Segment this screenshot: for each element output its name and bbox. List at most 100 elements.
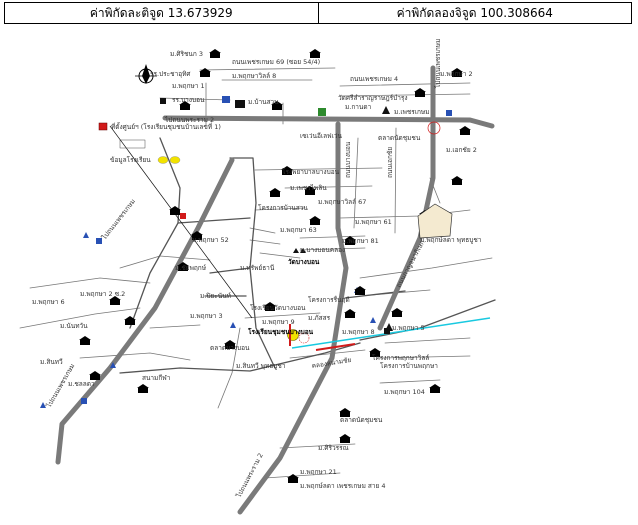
- landmark-building-icon: [417, 203, 453, 239]
- road-south-5: [264, 472, 341, 479]
- label-place-1: ม.ศิริชนก 3: [170, 50, 203, 58]
- label-place-9: ม.เพชรเกษม: [394, 108, 430, 116]
- road-east-3: [359, 257, 493, 279]
- road-vertical-right: [353, 137, 359, 229]
- label-place-23: วัดบางบอน: [288, 258, 320, 266]
- label-place-39: ม.พฤกษ์ลดา พุทธบูชา: [420, 236, 482, 244]
- label-road-vertical-right2: ไปถนนเพชรเกษม: [434, 39, 442, 89]
- label-place-28: ม.พฤกษา 6: [32, 298, 65, 306]
- road-vertical-right-2: [394, 127, 397, 234]
- road-top-north: [199, 67, 336, 71]
- legend-leader-line: [109, 125, 253, 319]
- road-east-6: [379, 355, 471, 359]
- label-place-24: ม.ทรัพย์ธานี: [240, 264, 275, 272]
- label-road-vertical-right: ถนนเอกชัย: [386, 147, 394, 178]
- label-place-49: ม.พฤกษา 21: [300, 468, 337, 476]
- label-place-38: ม.สินทวี พุทธบูชา: [236, 362, 286, 370]
- road-south-main: [119, 342, 361, 374]
- main-roads: [55, 65, 495, 515]
- road-center-east: [254, 167, 383, 171]
- label-place-29: ม.นันทวัน: [60, 322, 88, 330]
- label-road-left-name: ไปถนนพระราม 2: [164, 116, 214, 124]
- label-place-12: ม.พฤกษา 2: [440, 70, 473, 78]
- road-west-5: [149, 324, 201, 329]
- label-canal: คลองสนามชัย: [311, 356, 352, 370]
- canal-marker: [315, 343, 356, 351]
- label-place-19: ม.พฤกษา 63: [280, 226, 317, 234]
- road-center-5: [299, 247, 366, 251]
- label-place-47: ตลาดนัดชุมชน: [340, 416, 383, 424]
- road-east-7: [379, 379, 441, 384]
- road-center-east-2: [284, 185, 373, 189]
- label-place-31: ม.ชลลดา: [68, 380, 95, 388]
- road-main-north: [162, 115, 495, 129]
- label-place-34: โรงเรียนวัดบางบอน: [250, 304, 306, 312]
- label-place-45: ม.พฤกษา 104: [384, 388, 425, 396]
- label-place-2: ม.พฤกษาวิลล์ 8: [232, 72, 276, 80]
- road-south-4: [279, 443, 356, 449]
- label-place-41: ม.พฤกษา 8: [342, 328, 375, 336]
- label-place-13: ม.เอกชัย 2: [446, 146, 477, 154]
- label-place-48: ม.พฤกษ์ลดา เพชรเกษม สาย 4: [300, 482, 386, 490]
- label-place-44: โครงการบ้านพฤกษา: [380, 362, 438, 370]
- label-place-5: รร.บางบอน: [172, 96, 205, 104]
- road-west-link: [177, 217, 251, 224]
- legend: ที่ตั้งศูนย์ฯ (โรงเรียนชุมชนบ้านเลขที่ 1…: [98, 122, 253, 319]
- label-road-diag: ถนนกาญจนาภิเษก: [395, 239, 427, 289]
- label-place-42: โครงการรื่นฤดี: [308, 295, 350, 304]
- label-place-7: วัดศรีสำราญราษฎร์บำรุง: [338, 94, 408, 102]
- road-northwest: [159, 97, 231, 101]
- road-main-east: [377, 65, 436, 331]
- label-place-10: เซเว่นอีเลฟเว่น: [300, 132, 343, 140]
- road-east-5: [384, 337, 471, 344]
- road-center-4: [299, 235, 366, 239]
- latitude-cell: ค่าพิกัดละติจูด 13.673929: [89, 5, 233, 20]
- target-location-marker: [287, 324, 310, 346]
- label-place-33: ม.พฤกษา 3: [190, 312, 223, 320]
- road-west-2: [19, 307, 141, 329]
- label-road-top2: ถนนเพชรเกษม 4: [350, 75, 398, 83]
- label-place-50: ม.ศิริวรรณ: [318, 444, 349, 452]
- road-south-2: [244, 312, 321, 319]
- road-west-link-2: [209, 267, 251, 274]
- canal-line: [291, 317, 491, 349]
- minor-roads: [19, 67, 493, 479]
- label-place-26: ม.ปิยะนันท์: [200, 292, 231, 300]
- road-west-3: [29, 277, 151, 289]
- label-place-18: ม.พฤกษา 61: [355, 218, 392, 226]
- temple-icons: [293, 106, 393, 331]
- label-place-14: โรงพยาบาลบางบอน: [282, 168, 340, 176]
- road-center-3: [254, 207, 306, 211]
- label-place-11: ตลาดนัดชุมชน: [378, 134, 421, 142]
- map-labels: ถนนเพชรเกษม 69 (ซอย 54/4) ถนนเพชรเกษม 4 …: [32, 39, 482, 500]
- label-place-4: ม.พฤกษา 1: [172, 82, 205, 90]
- legend-target-label: ที่ตั้งศูนย์ฯ (โรงเรียนชุมชนบ้านเลขที่ 1…: [111, 122, 221, 131]
- longitude-cell: ค่าพิกัดลองจิจูด 100.308664: [317, 3, 632, 23]
- label-place-17: โครงการบ้านสวน: [258, 204, 308, 212]
- label-place-6: ม.บ้านสวน: [248, 98, 279, 106]
- label-place-16: ม.เพชรไพลิน: [290, 184, 327, 192]
- road-south-3: [217, 327, 241, 409]
- road-south-1: [289, 349, 366, 359]
- road-top-east-2: [339, 93, 471, 97]
- legend-school-label: ข้อมูลโรงเรียน: [110, 156, 151, 164]
- road-west-long: [129, 137, 181, 329]
- label-place-8: ม.กานดา: [345, 103, 372, 111]
- road-bangbon-center: [229, 157, 276, 369]
- label-road-left-branch: ไปถนนเพชรเกษม: [100, 197, 137, 242]
- label-place-25: ม.ชัยพฤกษ์: [175, 264, 207, 272]
- area-map: ที่ตั้งศูนย์ฯ (โรงเรียนชุมชนบ้านเลขที่ 1…: [19, 39, 496, 515]
- road-main-center: [237, 121, 349, 515]
- label-place-30: ม.สินทวี: [40, 358, 63, 366]
- road-top-east: [339, 82, 471, 87]
- label-place-40: โรงเรียนชุมชนบางบอน: [247, 327, 314, 336]
- road-main-west: [55, 157, 235, 465]
- label-place-20: ม.พฤกษา 81: [342, 237, 379, 245]
- label-place-22: ม.พฤกษา 52: [192, 236, 229, 244]
- label-place-46: โครงการพฤกษาวิลล์: [372, 354, 429, 362]
- coordinate-header: ค่าพิกัดละติจูด 13.673929 ค่าพิกัดลองจิจ…: [4, 2, 632, 24]
- north-arrow-icon: [135, 64, 157, 84]
- label-place-32: สนามกีฬา: [142, 374, 171, 382]
- legend-school-dot-1: [157, 156, 169, 164]
- label-road-top: ถนนเพชรเกษม 69 (ซอย 54/4): [232, 58, 320, 66]
